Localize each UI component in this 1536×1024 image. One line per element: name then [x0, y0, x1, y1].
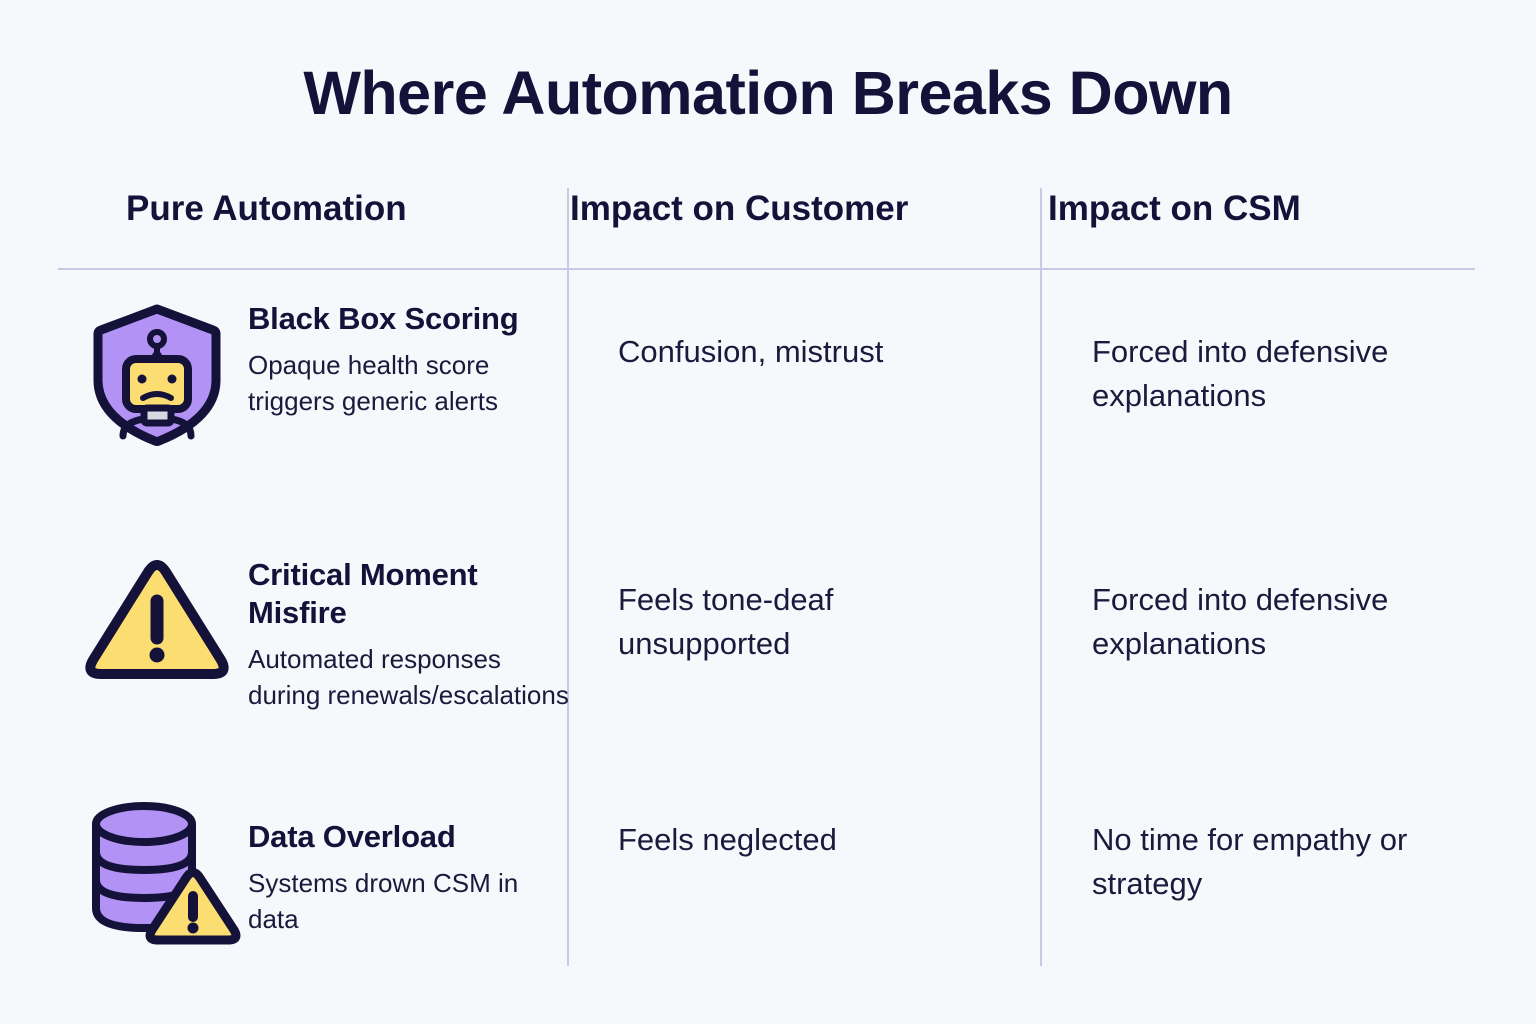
warning-triangle-icon	[82, 556, 232, 706]
header-divider	[58, 268, 1475, 270]
impact-customer-cell: Confusion, mistrust	[618, 334, 884, 369]
row-label-cell: Black Box Scoring Opaque health score tr…	[248, 300, 558, 420]
column-divider-1	[567, 188, 569, 966]
row-title: Data Overload	[248, 819, 456, 854]
comparison-table: Pure Automation Impact on Customer Impac…	[58, 188, 1475, 968]
impact-customer-cell: Feels neglected	[618, 822, 837, 857]
database-warning-icon	[82, 800, 241, 950]
row-label-cell: Critical Moment Misfire Automated respon…	[248, 556, 578, 713]
impact-csm-cell: Forced into defensive explanations	[1092, 334, 1389, 414]
page-title: Where Automation Breaks Down	[303, 59, 1233, 127]
row-description: Systems drown CSM in data	[248, 867, 519, 934]
column-header-pure-automation: Pure Automation	[126, 189, 407, 228]
row-description: Opaque health score triggers generic ale…	[248, 349, 498, 416]
row-description: Automated responses during renewals/esca…	[248, 643, 569, 710]
column-header-impact-on-customer: Impact on Customer	[570, 189, 909, 228]
impact-customer-cell: Feels tone-deaf unsupported	[618, 582, 834, 662]
shield-robot-icon	[82, 300, 232, 450]
column-header-impact-on-csm: Impact on CSM	[1048, 189, 1301, 228]
row-label-cell: Data Overload Systems drown CSM in data	[248, 818, 558, 938]
column-divider-2	[1040, 188, 1042, 966]
impact-csm-cell: No time for empathy or strategy	[1092, 822, 1408, 902]
row-title: Critical Moment Misfire	[248, 557, 478, 630]
impact-csm-cell: Forced into defensive explanations	[1092, 582, 1389, 662]
row-title: Black Box Scoring	[248, 301, 519, 336]
